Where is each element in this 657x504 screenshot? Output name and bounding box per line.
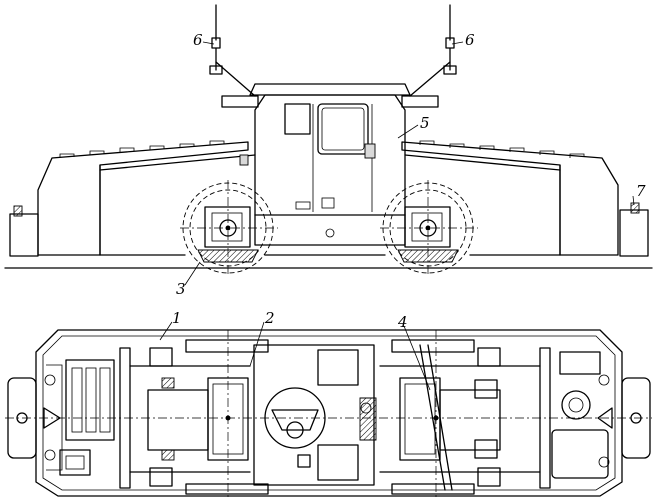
callout-4: 4 <box>397 313 408 331</box>
leader-6a <box>202 41 215 45</box>
cab-window <box>317 103 369 155</box>
step <box>295 201 311 210</box>
callout-1: 1 <box>172 309 182 327</box>
cab-side-panel <box>284 103 311 135</box>
leader-6b <box>451 41 464 45</box>
callout-3: 3 <box>176 280 186 298</box>
roof-headlights <box>221 95 439 108</box>
callout-6-right: 6 <box>465 31 475 49</box>
traction-motor-left <box>129 330 269 500</box>
frame-pillars <box>99 164 561 256</box>
plan-outline <box>35 329 623 497</box>
cab-lamp <box>364 143 376 159</box>
center-frame <box>254 214 406 246</box>
leader-2 <box>249 321 265 367</box>
plan-view <box>5 321 652 500</box>
traction-motor-right <box>379 330 541 500</box>
leader-3 <box>184 261 201 286</box>
buffers-side <box>9 202 649 257</box>
pantograph-right <box>409 4 457 97</box>
center-apparatus <box>253 344 377 486</box>
hood-top-details <box>59 140 585 166</box>
wheelset-right <box>380 180 478 276</box>
callout-5: 5 <box>420 114 430 132</box>
left-equipment <box>43 347 131 489</box>
side-view <box>4 4 653 286</box>
leader-1 <box>159 321 173 341</box>
right-equipment <box>539 347 613 489</box>
cab <box>254 94 406 216</box>
cab-roof <box>249 83 411 96</box>
callout-6-left: 6 <box>193 31 203 49</box>
wheelset-left <box>180 180 278 276</box>
leader-5 <box>397 124 419 139</box>
callout-2: 2 <box>264 309 275 327</box>
hood-edges <box>99 154 561 171</box>
pantograph-left <box>209 4 256 97</box>
callouts: 6 6 5 3 7 1 2 4 <box>172 31 646 331</box>
leader-4 <box>403 325 431 391</box>
step-2 <box>321 197 335 209</box>
leader-7 <box>632 195 635 206</box>
coupler-hole <box>325 228 335 238</box>
locomotive-body-right <box>401 141 619 256</box>
callout-7: 7 <box>636 182 646 200</box>
